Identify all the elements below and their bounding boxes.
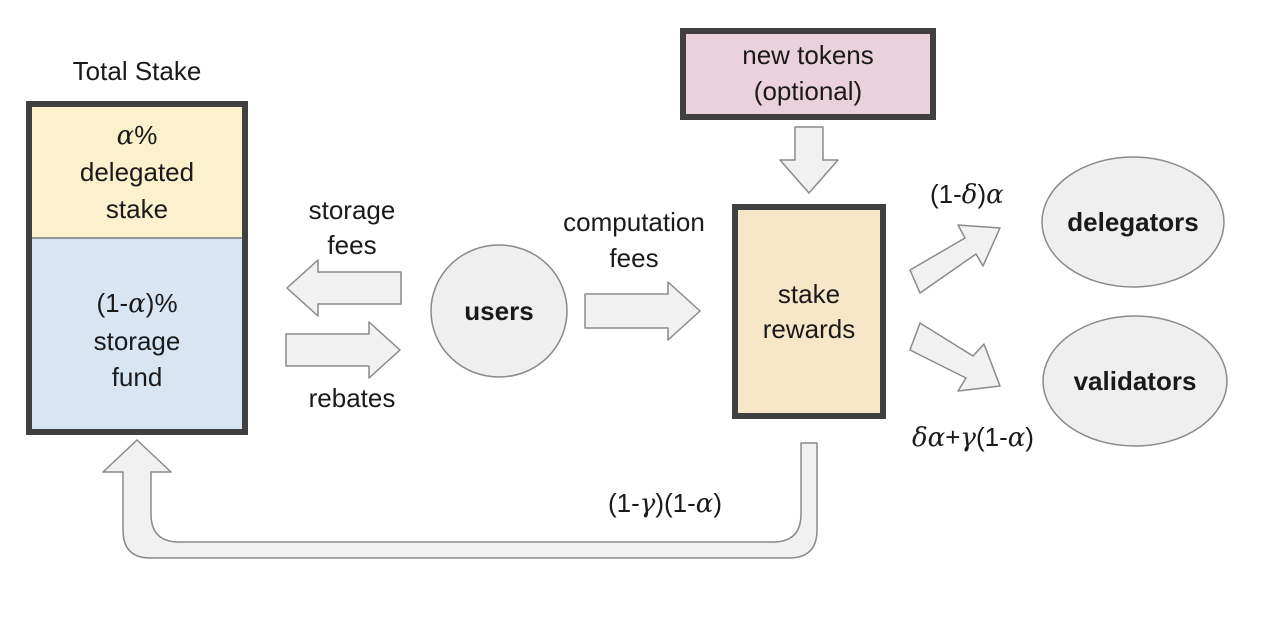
users-label: users xyxy=(464,296,533,326)
computation-fees-arrow xyxy=(584,281,701,341)
storage-line2: storage xyxy=(94,326,181,356)
new-tokens-box xyxy=(680,28,936,120)
delegated-pct-label: α% xyxy=(117,120,158,151)
delegated-stake-section xyxy=(29,104,245,238)
delegators-node xyxy=(1041,156,1225,288)
to-validators-arrow xyxy=(909,322,1001,392)
to-delegators-arrow xyxy=(909,224,1001,294)
new-tokens-line2: (optional) xyxy=(754,76,862,106)
total-stake-border xyxy=(26,101,248,435)
stake-rewards-line2: rewards xyxy=(763,314,855,344)
total-stake-box xyxy=(26,101,248,435)
delegators-label: delegators xyxy=(1067,207,1199,237)
to-storage-fund-share: (1-γ)(1-α) xyxy=(608,488,722,519)
total-stake-title: Total Stake xyxy=(73,56,202,86)
rebates-label: rebates xyxy=(309,383,396,413)
storage-fees-line2: fees xyxy=(327,230,376,260)
to-validators-share: δα+γ(1-α) xyxy=(912,422,1034,453)
computation-fees-line2: fees xyxy=(609,243,658,273)
to-storage-fund-arrow xyxy=(102,439,818,559)
rebates-arrow xyxy=(285,321,401,379)
to-delegators-share: (1-δ)α xyxy=(930,179,1004,210)
validators-node xyxy=(1042,315,1228,447)
computation-fees-line1: computation xyxy=(563,207,705,237)
delegated-line2: delegated xyxy=(80,157,194,187)
new-tokens-arrow xyxy=(779,126,839,194)
users-node xyxy=(430,244,568,378)
stake-rewards-line1: stake xyxy=(778,279,840,309)
storage-fund-section xyxy=(29,238,245,432)
storage-pct-label: (1-α)% xyxy=(96,288,177,319)
storage-fees-arrow xyxy=(286,259,402,317)
stake-rewards-box xyxy=(732,204,886,419)
validators-label: validators xyxy=(1074,366,1197,396)
delegated-line3: stake xyxy=(106,194,168,224)
storage-line3: fund xyxy=(112,362,163,392)
storage-fees-line1: storage xyxy=(309,195,396,225)
new-tokens-line1: new tokens xyxy=(742,40,874,70)
